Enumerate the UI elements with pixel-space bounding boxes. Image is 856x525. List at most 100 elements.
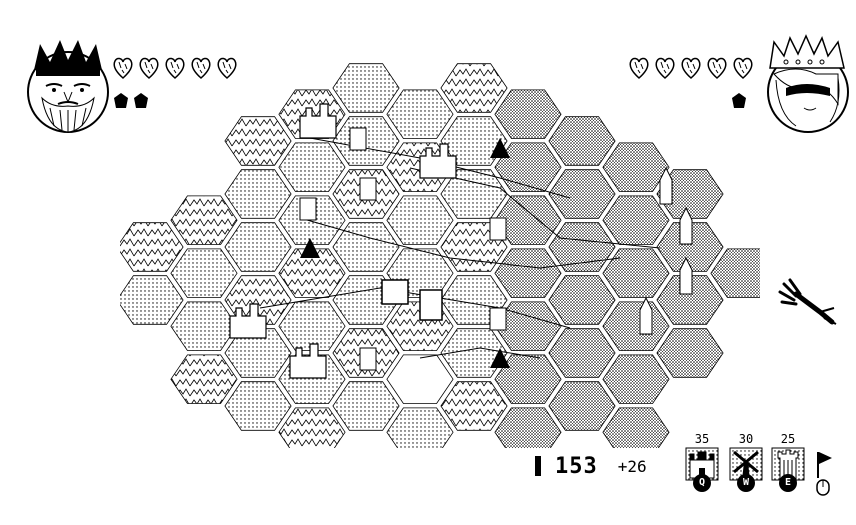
hex-tile[interactable] [494, 248, 562, 298]
castle-icon[interactable] [229, 303, 267, 339]
hex-tile[interactable] [386, 195, 454, 245]
hex-tile[interactable] [278, 142, 346, 192]
heart-icon [628, 56, 650, 80]
hex-tile[interactable] [602, 407, 670, 448]
cathedral-icon[interactable] [679, 206, 693, 245]
hex-tile[interactable] [278, 301, 346, 351]
unit-marker-icon[interactable] [381, 279, 409, 305]
hex-tile[interactable] [548, 275, 616, 325]
hex-tile[interactable] [224, 116, 292, 166]
hex-tile[interactable] [224, 222, 292, 272]
hex-tile[interactable] [656, 222, 724, 272]
hex-tile[interactable] [656, 275, 724, 325]
heart-icon [138, 56, 160, 80]
hex-tile[interactable] [602, 195, 670, 245]
flag-icon [817, 452, 832, 478]
tower-icon[interactable] [299, 197, 317, 221]
hex-tile[interactable] [386, 354, 454, 404]
queen-icon [767, 34, 849, 133]
hex-tile[interactable] [170, 248, 238, 298]
hex-tile[interactable] [494, 142, 562, 192]
heart-icon [112, 56, 134, 80]
heart-icon [190, 56, 212, 80]
build-windmill-button[interactable]: 30 W [728, 432, 764, 492]
hex-tile[interactable] [494, 354, 562, 404]
skeleton-hand-icon [778, 278, 837, 325]
hex-tile[interactable] [548, 381, 616, 431]
mouse-icon [816, 479, 830, 496]
hex-tile[interactable] [440, 116, 508, 166]
hex-tile[interactable] [602, 142, 670, 192]
castle-icon[interactable] [289, 343, 327, 379]
hex-tile[interactable] [332, 63, 400, 113]
hex-tile[interactable] [278, 248, 346, 298]
hand-cursor-icon[interactable] [419, 289, 443, 321]
hex-tile[interactable] [170, 301, 238, 351]
gem-icon [112, 92, 130, 110]
hotkey-badge: E [779, 474, 797, 492]
hex-tile[interactable] [710, 248, 760, 298]
hex-tile[interactable] [602, 301, 670, 351]
hex-tile[interactable] [656, 169, 724, 219]
hex-tile[interactable] [494, 89, 562, 139]
heart-icon [706, 56, 728, 80]
build-tower-button[interactable]: 25 E [770, 432, 806, 492]
hex-tile[interactable] [656, 328, 724, 378]
hex-tile[interactable] [386, 407, 454, 448]
king-icon [27, 40, 109, 133]
hex-tile[interactable] [548, 116, 616, 166]
castle-icon[interactable] [299, 103, 337, 139]
heart-icon [732, 56, 754, 80]
hex-map[interactable] [120, 58, 760, 448]
right-player-portrait [756, 34, 856, 134]
build-cost: 25 [780, 432, 796, 446]
tower-icon[interactable] [359, 347, 377, 371]
hex-tile[interactable] [548, 169, 616, 219]
hex-tile[interactable] [278, 407, 346, 448]
hex-tile[interactable] [602, 248, 670, 298]
gold-amount: 153 [555, 453, 598, 479]
hex-tile[interactable] [548, 328, 616, 378]
right-player-hearts [628, 56, 754, 80]
cave-icon[interactable] [300, 238, 320, 258]
right-player-gems [730, 92, 748, 110]
cathedral-icon[interactable] [659, 166, 673, 205]
castle-icon[interactable] [419, 143, 457, 179]
hex-tile[interactable] [224, 381, 292, 431]
hex-tile[interactable] [332, 381, 400, 431]
cathedral-icon[interactable] [639, 296, 653, 335]
gold-income: +26 [617, 456, 647, 476]
gem-icon [730, 92, 748, 110]
left-player-gems [112, 92, 150, 110]
windmill-icon [729, 447, 763, 481]
hex-tile[interactable] [386, 89, 454, 139]
hex-tile[interactable] [170, 354, 238, 404]
hotkey-badge: W [737, 474, 755, 492]
hex-tile[interactable] [548, 222, 616, 272]
left-player-portrait [18, 34, 118, 134]
hex-tile[interactable] [440, 381, 508, 431]
tower-icon[interactable] [359, 177, 377, 201]
hex-tile[interactable] [224, 169, 292, 219]
end-turn-button[interactable] [812, 448, 836, 496]
hex-tile[interactable] [224, 328, 292, 378]
hex-tile[interactable] [332, 222, 400, 272]
tower-icon[interactable] [489, 217, 507, 241]
hex-tile[interactable] [170, 195, 238, 245]
build-cost: 30 [738, 432, 754, 446]
heart-icon [164, 56, 186, 80]
build-barracks-button[interactable]: 35 Q [684, 432, 720, 492]
tower-icon[interactable] [489, 307, 507, 331]
resource-bar: 153 +26 [535, 453, 647, 479]
hex-tile[interactable] [120, 222, 184, 272]
hex-tile[interactable] [440, 63, 508, 113]
hex-tile[interactable] [120, 275, 184, 325]
cave-icon[interactable] [490, 138, 510, 158]
hex-tile[interactable] [494, 407, 562, 448]
tower-icon[interactable] [349, 127, 367, 151]
cathedral-icon[interactable] [679, 256, 693, 295]
cave-icon[interactable] [490, 348, 510, 368]
heart-icon [680, 56, 702, 80]
build-cost: 35 [694, 432, 710, 446]
hex-tile[interactable] [602, 354, 670, 404]
